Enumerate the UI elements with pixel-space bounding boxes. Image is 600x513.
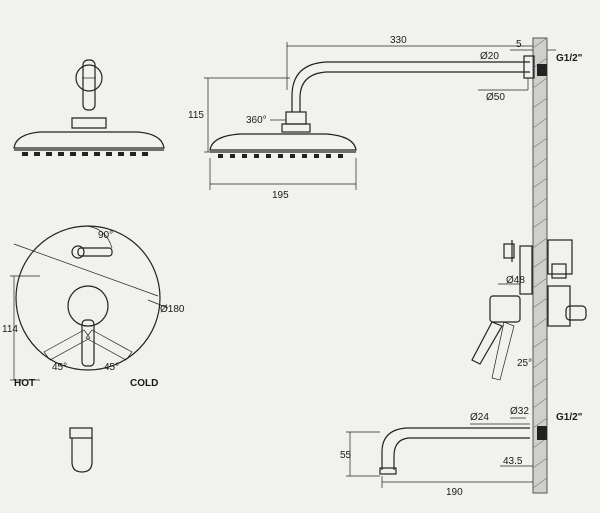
spout-drop-label: 55 [340,450,352,461]
spout-thread-label: G1/2" [556,412,583,423]
shower-head-side-view [209,55,547,158]
shower-thread-label: G1/2" [556,53,583,64]
valve-side-view [471,239,587,381]
flange-diameter-label: Ø50 [486,92,505,103]
swivel-label: 360° [246,115,267,126]
arm-length-label: 330 [390,35,407,46]
shower-head-front-view [13,59,165,156]
spout-front-view [69,427,93,473]
spout-pipe-diameter-label: Ø24 [470,412,489,423]
head-width-label: 195 [272,190,289,201]
shower-height-label: 115 [188,110,204,121]
rotation-label: 90° [98,230,113,241]
shower-head-dimensions [204,42,556,190]
hot-label: HOT [14,378,35,389]
plate-diameter-label: Ø180 [160,304,185,315]
angle-left-label: 45° [52,362,67,373]
spout-side-view [346,417,547,488]
mixer-plate-front-view [10,225,169,381]
spout-flange-diameter-label: Ø32 [510,406,529,417]
spout-length-label: 190 [446,487,463,498]
valve-diameter-label: Ø48 [506,275,525,286]
spout-depth-label: 43.5 [503,456,523,467]
cold-label: COLD [130,378,158,389]
handle-angle-label: 25° [517,358,532,369]
arm-diameter-label: Ø20 [480,51,499,62]
wall [532,37,548,494]
wall-offset-label: 5 [516,39,522,50]
plate-height-label: 114 [2,324,18,335]
angle-right-label: 45° [104,362,119,373]
